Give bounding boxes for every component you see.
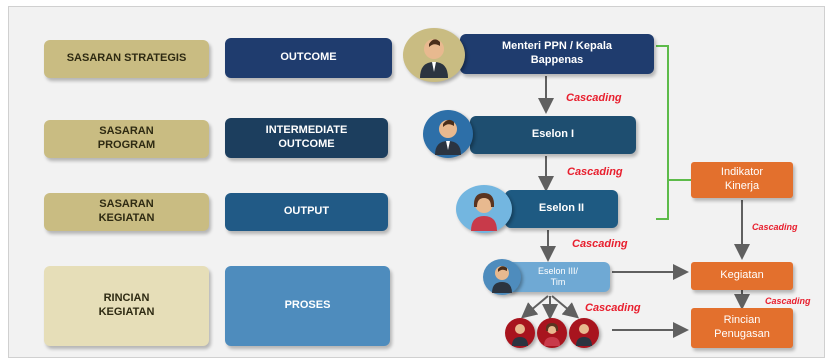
rincian-penugasan-box: Rincian Penugasan	[691, 308, 793, 348]
green-bracket	[656, 45, 669, 220]
cascading-label-1: Cascading	[566, 92, 622, 104]
eselon1-box: Eselon I	[470, 116, 636, 154]
team-member-3-avatar-icon	[569, 318, 599, 348]
eselon3-avatar-icon	[483, 259, 521, 295]
result-box-output: OUTPUT	[225, 193, 388, 231]
team-member-2-avatar-icon	[537, 318, 567, 348]
level-box-sasaran-kegiatan: SASARAN KEGIATAN	[44, 193, 209, 231]
menteri-box: Menteri PPN / Kepala Bappenas	[460, 34, 654, 74]
eselon2-box: Eselon II	[505, 190, 618, 228]
eselon2-avatar-icon	[456, 185, 512, 233]
cascading-label-2: Cascading	[567, 166, 623, 178]
arrow-eselon3-to-team3	[551, 295, 580, 319]
level-box-sasaran-program: SASARAN PROGRAM	[44, 120, 209, 158]
cascading-label-4: Cascading	[585, 302, 641, 314]
eselon3-box: Eselon III/ Tim	[506, 262, 610, 292]
indikator-kinerja-box: Indikator Kinerja	[691, 162, 793, 198]
cascading-label-3: Cascading	[572, 238, 628, 250]
level-box-rincian-kegiatan: RINCIAN KEGIATAN	[44, 266, 209, 346]
cascading-label-6: Cascading	[765, 296, 811, 306]
team-member-1-avatar-icon	[505, 318, 535, 348]
result-box-intermediate-outcome: INTERMEDIATE OUTCOME	[225, 118, 388, 158]
arrow-eselon3-to-team1	[520, 295, 549, 319]
eselon1-avatar-icon	[423, 110, 473, 158]
cascading-label-5: Cascading	[752, 222, 798, 232]
menteri-avatar-icon	[403, 28, 465, 82]
level-box-sasaran-strategis: SASARAN STRATEGIS	[44, 40, 209, 78]
result-box-outcome: OUTCOME	[225, 38, 392, 78]
kegiatan-box: Kegiatan	[691, 262, 793, 290]
result-box-proses: PROSES	[225, 266, 390, 346]
